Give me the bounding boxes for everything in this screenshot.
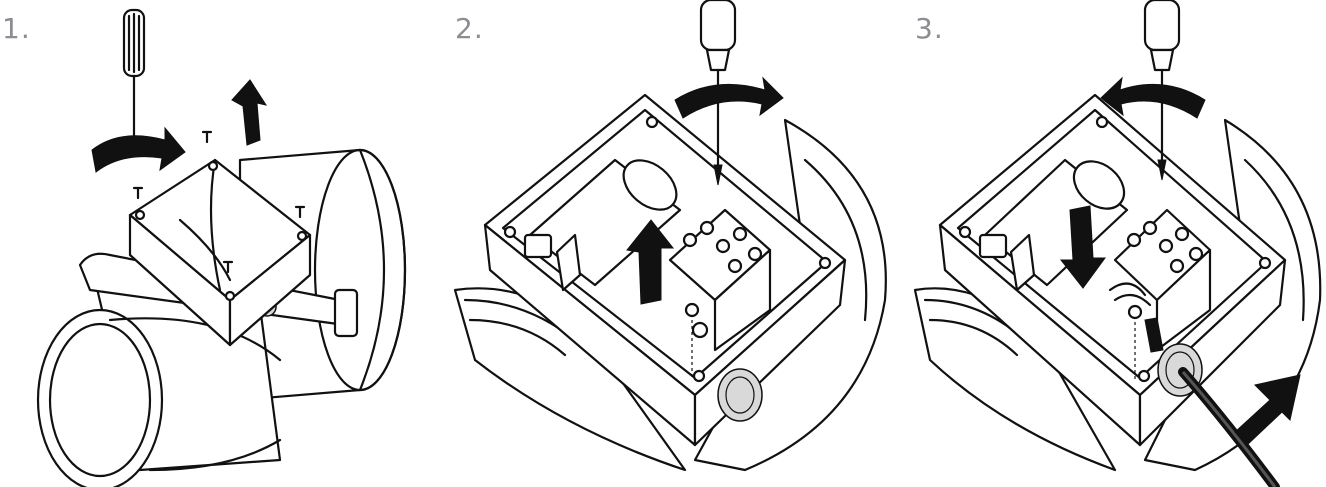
screwdriver-icon	[699, 0, 737, 186]
step-1-label: 1.	[2, 12, 31, 45]
terminal-block-icon	[1113, 208, 1212, 352]
rotate-arrow-icon	[91, 126, 186, 173]
step-3-illustration	[913, 0, 1322, 487]
screwdriver-icon	[122, 8, 146, 153]
rotate-arrow-icon	[1100, 76, 1206, 119]
capacitor-icon	[523, 158, 682, 292]
cable-gland-icon	[717, 368, 763, 422]
up-arrow-icon	[626, 219, 675, 305]
up-arrow-icon	[1234, 374, 1301, 446]
step-1-illustration	[36, 8, 407, 487]
terminal-box-open	[938, 93, 1287, 447]
down-arrow-icon	[1059, 205, 1106, 289]
step-2-label: 2.	[455, 12, 484, 45]
power-cable-icon	[1178, 367, 1280, 487]
up-arrow-icon	[231, 79, 268, 146]
capacitor-icon	[978, 158, 1129, 292]
terminal-box-lid	[128, 158, 312, 347]
step-2-illustration	[453, 0, 887, 472]
screw-icon	[684, 302, 709, 380]
screwdriver-icon	[1143, 0, 1181, 181]
screw-icon	[132, 130, 306, 274]
terminal-block-icon	[668, 208, 772, 352]
rotate-arrow-icon	[674, 76, 784, 119]
step-3-label: 3.	[915, 12, 944, 45]
wire-connection	[1108, 282, 1164, 380]
